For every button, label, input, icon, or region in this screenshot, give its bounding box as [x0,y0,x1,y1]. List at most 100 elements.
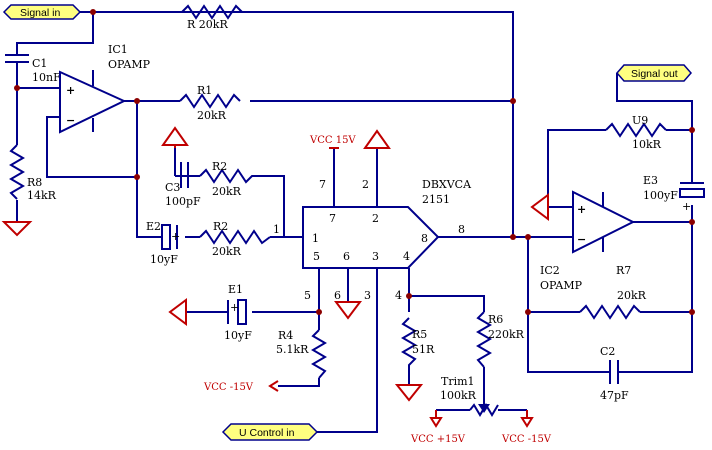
junction [689,127,695,133]
resistor-r7: 20kR [579,289,647,320]
power-vcc-neg15-trim: VCC -15V [501,410,552,445]
e3-value: 100yF [643,189,678,202]
capacitor-c1: C1 10nF [5,54,61,84]
e3-name: E3 [643,174,658,187]
junction [510,98,516,104]
vca-pin2-outer: 2 [362,178,369,191]
r5-name: R5 [412,328,427,341]
vcc-pos15-trim-label: VCC +15V [410,434,466,445]
opamp-ic1: + − IC1 OPAMP [59,43,151,134]
vca-pin8-outer: 8 [458,223,465,236]
capacitor-c2: C2 47pF [600,345,629,402]
junction [90,9,96,15]
vca-pin5-outer: 5 [304,289,311,302]
ic1-name: IC1 [108,43,128,56]
junction [689,219,695,225]
vca-pin8-inner: 8 [421,232,428,245]
c2-value: 47pF [600,389,629,402]
trim1-name: Trim1 [441,375,475,388]
e3-plus: + [682,200,691,213]
signal-out-label: Signal out [631,68,678,80]
e2-plus: + [171,230,180,243]
capacitor-e3: + E3 100yF [643,174,705,213]
vca-pin7-inner: 7 [329,212,336,225]
vca-pin4-inner: 4 [403,250,410,263]
resistor-r4: R4 5.1kR [276,329,327,379]
vca-pin3-outer: 3 [364,289,371,302]
e2-value: 10yF [150,253,178,266]
vca-pin4-outer: 4 [395,289,402,302]
junctions [14,9,695,315]
ic1-minus: − [66,114,75,127]
resistor-r1: R1 20kR [179,84,241,122]
e1-plus: + [230,301,239,314]
c2-name: C2 [600,345,615,358]
u-control-in-label: U Control in [239,427,295,439]
vcc-neg15-r4-label: VCC -15V [203,382,254,393]
vcc-neg15-trim-label: VCC -15V [501,434,552,445]
r8-value: 14kR [27,189,57,202]
r2b-value: 20kR [212,245,242,258]
vca-pin1-outer: 1 [273,223,280,236]
ic2-plus: + [577,203,586,216]
vca-chip-dbxvca: DBXVCA 2151 1 7 2 8 5 6 3 4 1 7 2 8 5 6 … [273,178,472,302]
resistor-r2a: R2 20kR [199,160,260,198]
ground-icon [334,301,362,320]
resistor-r5: R5 51R [401,317,435,370]
junction [689,309,695,315]
vca-part: 2151 [422,193,450,206]
r2b-name: R2 [213,220,228,233]
signal-in-label: Signal in [20,7,60,19]
u9-name: U9 [632,114,648,127]
opamp-ic2: + − IC2 OPAMP [540,190,636,292]
signal-in-port: Signal in [2,4,82,20]
capacitor-e2: + E2 10yF [146,220,180,266]
c1-name: C1 [32,57,47,70]
power-vcc-15v-top: VCC 15V [309,135,356,149]
junction [14,85,20,91]
ic2-type: OPAMP [540,279,583,292]
e1-value: 10yF [224,329,252,342]
resistor-r2b: R2 20kR [199,220,271,258]
junction [406,293,412,299]
ground-symbols [1,126,549,402]
trim1-value: 100kR [440,389,477,402]
r-feedback-label: R 20kR [187,18,228,31]
c1-value: 10nF [32,71,61,84]
r8-name: R8 [27,176,42,189]
ground-icon [168,298,187,326]
ic1-type: OPAMP [108,58,151,71]
vca-pin6-outer: 6 [334,289,341,302]
capacitor-c3: C3 100pF [165,162,201,208]
junction [525,309,531,315]
ground-icon [1,221,33,237]
c3-value: 100pF [165,195,201,208]
vca-name: DBXVCA [422,178,472,191]
c3-name: C3 [165,181,180,194]
vca-pin2-inner: 2 [372,212,379,225]
r5-value: 51R [412,343,435,356]
vca-pin6-inner: 6 [343,250,350,263]
capacitor-e1: + E1 10yF [224,283,252,342]
r1-name: R1 [197,84,212,97]
resistor-r8: R8 14kR [9,144,57,202]
r6-value: 220kR [488,328,525,341]
vca-pin3-inner: 3 [372,250,379,263]
signal-out-port: Signal out [616,64,692,82]
r7-value: 20kR [617,289,647,302]
power-vcc-neg15-r4: VCC -15V [203,380,279,393]
ic1-plus: + [66,84,75,97]
ground-icon [530,193,549,221]
ground-icon [363,129,391,149]
vca-pin1-inner: 1 [312,232,319,245]
vcc-15v-top-label: VCC 15V [309,135,356,146]
e2-name: E2 [146,220,161,233]
junction [134,98,140,104]
u-control-in-port: U Control in [221,423,319,441]
r2a-name: R2 [212,160,227,173]
resistor-r6: R6 220kR [476,311,525,368]
resistor-u9: U9 10kR [605,114,667,151]
junction [134,174,140,180]
u9-value: 10kR [632,138,662,151]
ic2-name: IC2 [540,264,560,277]
